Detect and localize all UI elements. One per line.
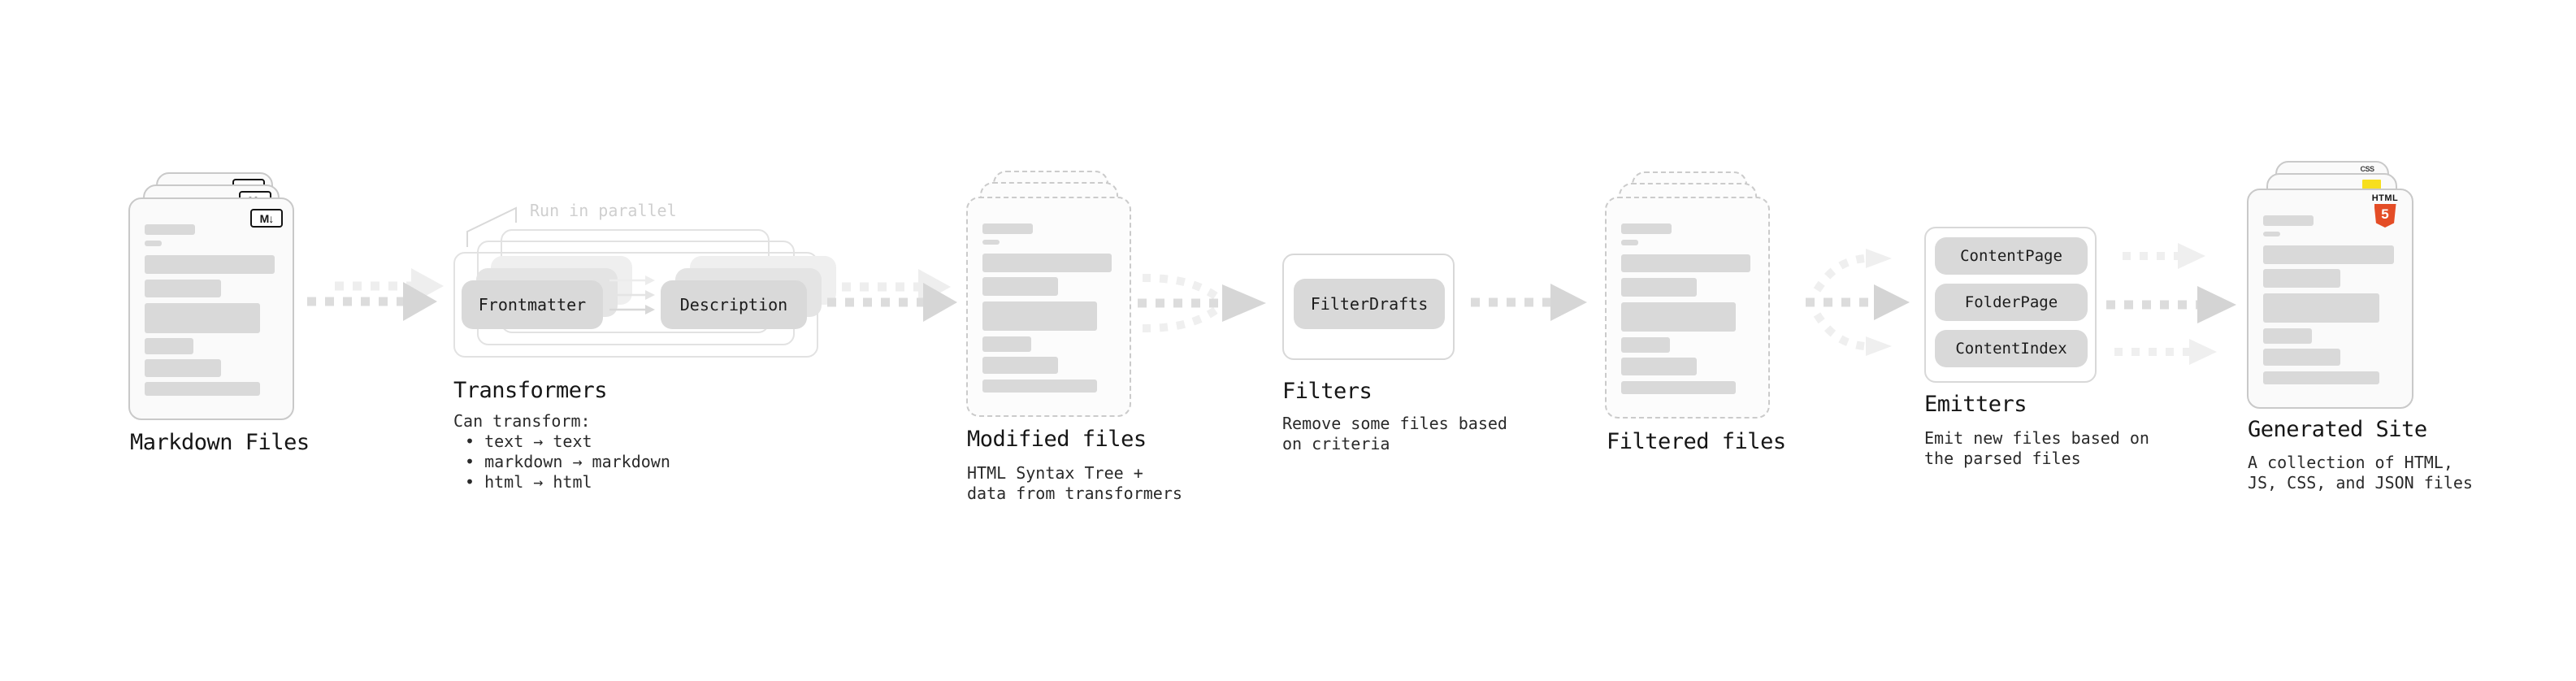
placeholder-text-bar	[2263, 269, 2340, 288]
placeholder-text-bar	[1620, 223, 1672, 234]
filters-description: Remove some files based on criteria	[1282, 414, 1507, 453]
filtered-files-label: Filtered files	[1607, 429, 1786, 454]
transformers-note: Can transform: • text → text • markdown …	[453, 411, 670, 492]
generated-site-label: Generated Site	[2248, 417, 2427, 442]
placeholder-text-bar	[145, 382, 260, 396]
placeholder-text-bar	[145, 254, 275, 274]
note-bullet: • html → html	[465, 472, 592, 492]
arrow-emitters-out-bottom	[2114, 339, 2217, 365]
placeholder-text-bar	[2263, 327, 2313, 345]
callout-line	[466, 206, 517, 247]
placeholder-text-bar	[145, 338, 193, 355]
placeholder-text-bar	[145, 224, 195, 235]
arrow-filters-to-filtered	[1471, 284, 1587, 321]
run-in-parallel-annotation: Run in parallel	[530, 201, 677, 220]
emitters-label: Emitters	[1924, 392, 2027, 417]
mini-arrow	[609, 275, 655, 285]
modified-files-description: HTML Syntax Tree + data from transformer…	[967, 463, 1182, 503]
placeholder-text-bar	[145, 359, 221, 377]
placeholder-text-bar	[145, 279, 221, 298]
generated-site-description: A collection of HTML, JS, CSS, and JSON …	[2248, 453, 2473, 492]
emitter-node-folderpage: FolderPage	[1935, 284, 2088, 321]
placeholder-text-bar	[982, 223, 1033, 234]
placeholder-text-bar	[2263, 231, 2281, 237]
placeholder-text-bar	[1620, 278, 1698, 297]
placeholder-text-bar	[1620, 301, 1737, 332]
placeholder-text-bar	[2263, 245, 2394, 264]
markdown-files-label: Markdown Files	[130, 430, 310, 455]
arrow-emitters-out-top	[2123, 243, 2205, 269]
note-title: Can transform:	[453, 411, 591, 431]
placeholder-text-bar	[982, 379, 1098, 393]
transformers-label: Transformers	[453, 378, 608, 403]
js-icon	[2362, 180, 2381, 190]
mini-arrow	[609, 305, 655, 314]
emitters-description: Emit new files based on the parsed files	[1924, 428, 2149, 468]
html5-icon: HTML 5	[2366, 193, 2404, 228]
placeholder-text-bar	[982, 254, 1112, 272]
placeholder-text-bar	[982, 336, 1031, 353]
emitter-node-contentindex: ContentIndex	[1935, 330, 2088, 367]
markdown-file-card: M↓	[128, 197, 294, 420]
html5-shield: 5	[2374, 204, 2396, 228]
placeholder-text-bar	[2263, 348, 2340, 367]
transformer-node-frontmatter: Frontmatter	[462, 280, 603, 329]
generated-site-card: HTML 5	[2247, 189, 2413, 409]
placeholder-text-bar	[2263, 293, 2379, 323]
placeholder-text-bar	[982, 301, 1098, 331]
placeholder-text-bar	[1620, 240, 1638, 245]
placeholder-text-bar	[1620, 254, 1751, 273]
modified-file-card	[966, 197, 1131, 417]
filtered-file-card	[1605, 197, 1770, 419]
filter-node-filterdrafts: FilterDrafts	[1294, 279, 1445, 329]
mini-arrow	[609, 290, 655, 300]
arrow-markdown-to-transformers	[307, 268, 444, 321]
arrow-filtered-to-emitters	[1806, 249, 1910, 356]
placeholder-text-bar	[145, 303, 260, 333]
placeholder-text-bar	[145, 241, 162, 246]
markdown-icon: M↓	[250, 209, 283, 228]
placeholder-text-bar	[2263, 215, 2314, 226]
placeholder-text-bar	[982, 356, 1059, 375]
placeholder-text-bar	[982, 239, 1000, 245]
emitter-node-contentpage: ContentPage	[1935, 237, 2088, 275]
placeholder-text-bar	[982, 277, 1059, 297]
modified-files-label: Modified files	[967, 427, 1147, 452]
transformer-node-description: Description	[661, 280, 807, 329]
placeholder-text-bar	[2263, 371, 2379, 384]
arrow-emitters-out-middle	[2106, 286, 2236, 323]
note-bullet: • text → text	[465, 432, 592, 451]
placeholder-text-bar	[1620, 336, 1670, 354]
arrow-transformers-to-modified	[827, 269, 957, 322]
placeholder-text-bar	[1620, 380, 1737, 394]
filters-label: Filters	[1282, 379, 1373, 404]
placeholder-text-bar	[1620, 358, 1698, 375]
note-bullet: • markdown → markdown	[465, 452, 670, 471]
arrow-modified-to-filters	[1138, 274, 1266, 332]
